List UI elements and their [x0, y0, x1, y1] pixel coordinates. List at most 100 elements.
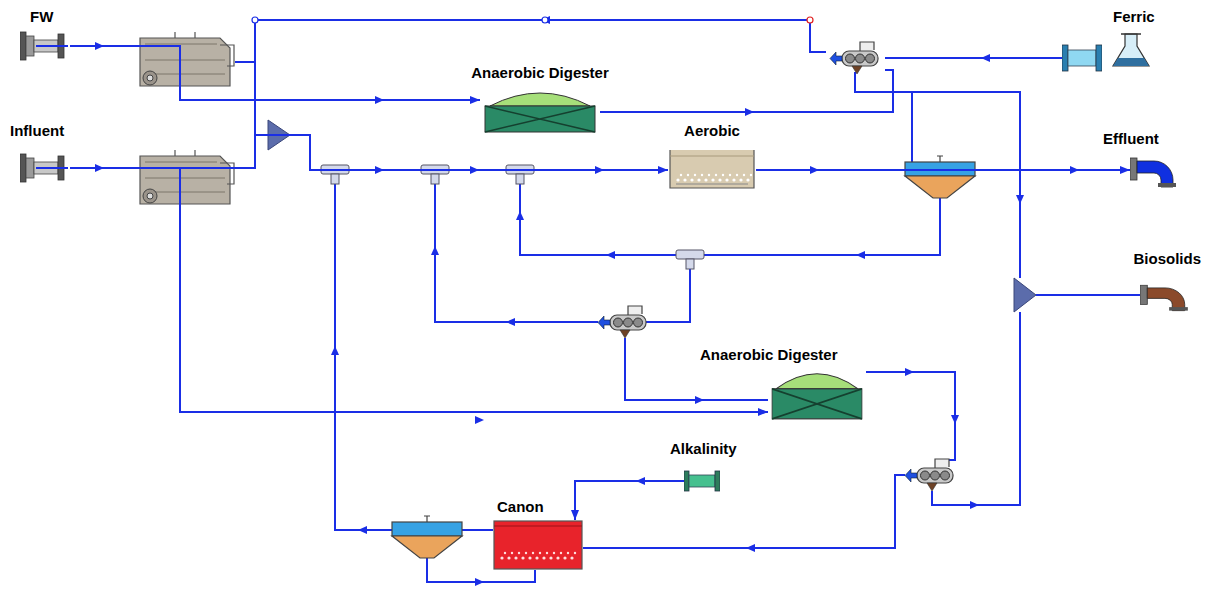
pipe-connector [70, 168, 768, 412]
unit-icon-part [739, 178, 742, 181]
unit-icon-part [490, 93, 590, 106]
unit-icon-part [680, 174, 682, 176]
unit-icon-part [729, 174, 731, 176]
unit-icon-part [20, 154, 26, 182]
flow-arrows [745, 108, 754, 116]
unit-icon-part [511, 552, 513, 554]
pipes [646, 268, 690, 322]
splitters [268, 120, 1036, 312]
unit-icon-part [556, 556, 559, 559]
unit-icon-part [683, 178, 686, 181]
dewatering-units [598, 306, 646, 338]
dewatering-units [598, 42, 953, 491]
unit-icon-part [776, 374, 858, 389]
pipes [866, 372, 955, 460]
unit-icon-part [1140, 285, 1147, 304]
unit-label: Biosolids [1133, 250, 1201, 268]
unit-icon-part [687, 174, 689, 176]
flow-arrows [431, 246, 439, 255]
unit-icon-part [676, 178, 679, 181]
unit-icon-part [525, 552, 527, 554]
unit-icon-part [485, 106, 595, 132]
unit-label: Ferric [1113, 8, 1155, 26]
unit-icon-part [732, 178, 735, 181]
unit-icon [493, 520, 583, 570]
unit-icon-part [689, 475, 715, 487]
unit-label: Aerobic [684, 122, 740, 140]
unit-icon-part [518, 552, 520, 554]
pipe-connector [70, 46, 480, 100]
flow-arrows [606, 251, 615, 259]
pipe-connector [756, 169, 1130, 171]
pipe-connector [70, 135, 668, 170]
unit-label: Anaerobic Digester [700, 346, 838, 364]
screen-units [140, 32, 234, 204]
unit-icon-part [772, 389, 862, 419]
unit-icon-part [560, 552, 562, 554]
unit-icon [768, 368, 866, 420]
flow-arrows [516, 211, 524, 220]
unit-icon-part [535, 556, 538, 559]
unit-label: Effluent [1103, 130, 1159, 148]
flow-arrows [506, 318, 515, 326]
unit-icon-part [514, 556, 517, 559]
unit-label: Anaerobic Digester [471, 64, 609, 82]
unit-label: Influent [10, 122, 64, 140]
flow-arrows [331, 346, 339, 355]
unit-icon [1140, 280, 1192, 315]
pipes [600, 70, 893, 112]
unit-icon-part [690, 178, 693, 181]
pipes [885, 57, 1062, 59]
pipes [911, 92, 913, 162]
canon-reactor: Canon [493, 520, 583, 570]
flow-arrows [1016, 195, 1024, 204]
inlet-flange: FW [20, 30, 70, 62]
unit-icon-part [1158, 183, 1176, 187]
unit-icon-part [684, 471, 689, 491]
unit-icon-part [20, 32, 26, 60]
unit-icon [684, 470, 720, 492]
unit-icon [20, 30, 70, 62]
unit-icon-part [26, 158, 34, 178]
unit-icon-part [553, 552, 555, 554]
unit-icon [1062, 43, 1102, 73]
unit-icon [480, 88, 600, 133]
unit-icon-part [528, 556, 531, 559]
flow-arrows [475, 416, 484, 424]
unit-icon-part [574, 552, 576, 554]
unit-icon-part [743, 174, 745, 176]
ferric-flask [1113, 58, 1149, 66]
pipes [520, 183, 940, 255]
unit-icon-part [500, 556, 503, 559]
pipe-junctions [807, 17, 813, 23]
pipes [855, 72, 1020, 278]
chemical-dosing: Alkalinity [684, 470, 720, 492]
dewatering-units [830, 42, 878, 74]
pipes [235, 20, 1140, 582]
tees [321, 165, 349, 184]
digester-tank: Anaerobic Digester [480, 88, 600, 133]
pipe-junctions [252, 17, 258, 23]
pipe-junctions [252, 17, 813, 23]
unit-icon-part [567, 552, 569, 554]
splitters [1014, 278, 1036, 312]
tees [506, 165, 534, 184]
unit-icon-part [711, 178, 714, 181]
flow-arrows [951, 415, 959, 424]
pipes [235, 61, 255, 63]
unit-icon-part [1062, 45, 1068, 71]
unit-label: Alkalinity [670, 440, 737, 458]
unit-icon-part [736, 174, 738, 176]
digester-tank: Anaerobic Digester [768, 368, 866, 420]
unit-icon-part [725, 178, 728, 181]
unit-label: Canon [497, 498, 544, 516]
unit-icon-part [36, 45, 68, 47]
clarifiers [392, 156, 975, 558]
unit-icon-part [507, 556, 510, 559]
unit-icon-part [494, 521, 582, 569]
unit-icon-part [549, 556, 552, 559]
unit-icon-part [750, 174, 752, 176]
